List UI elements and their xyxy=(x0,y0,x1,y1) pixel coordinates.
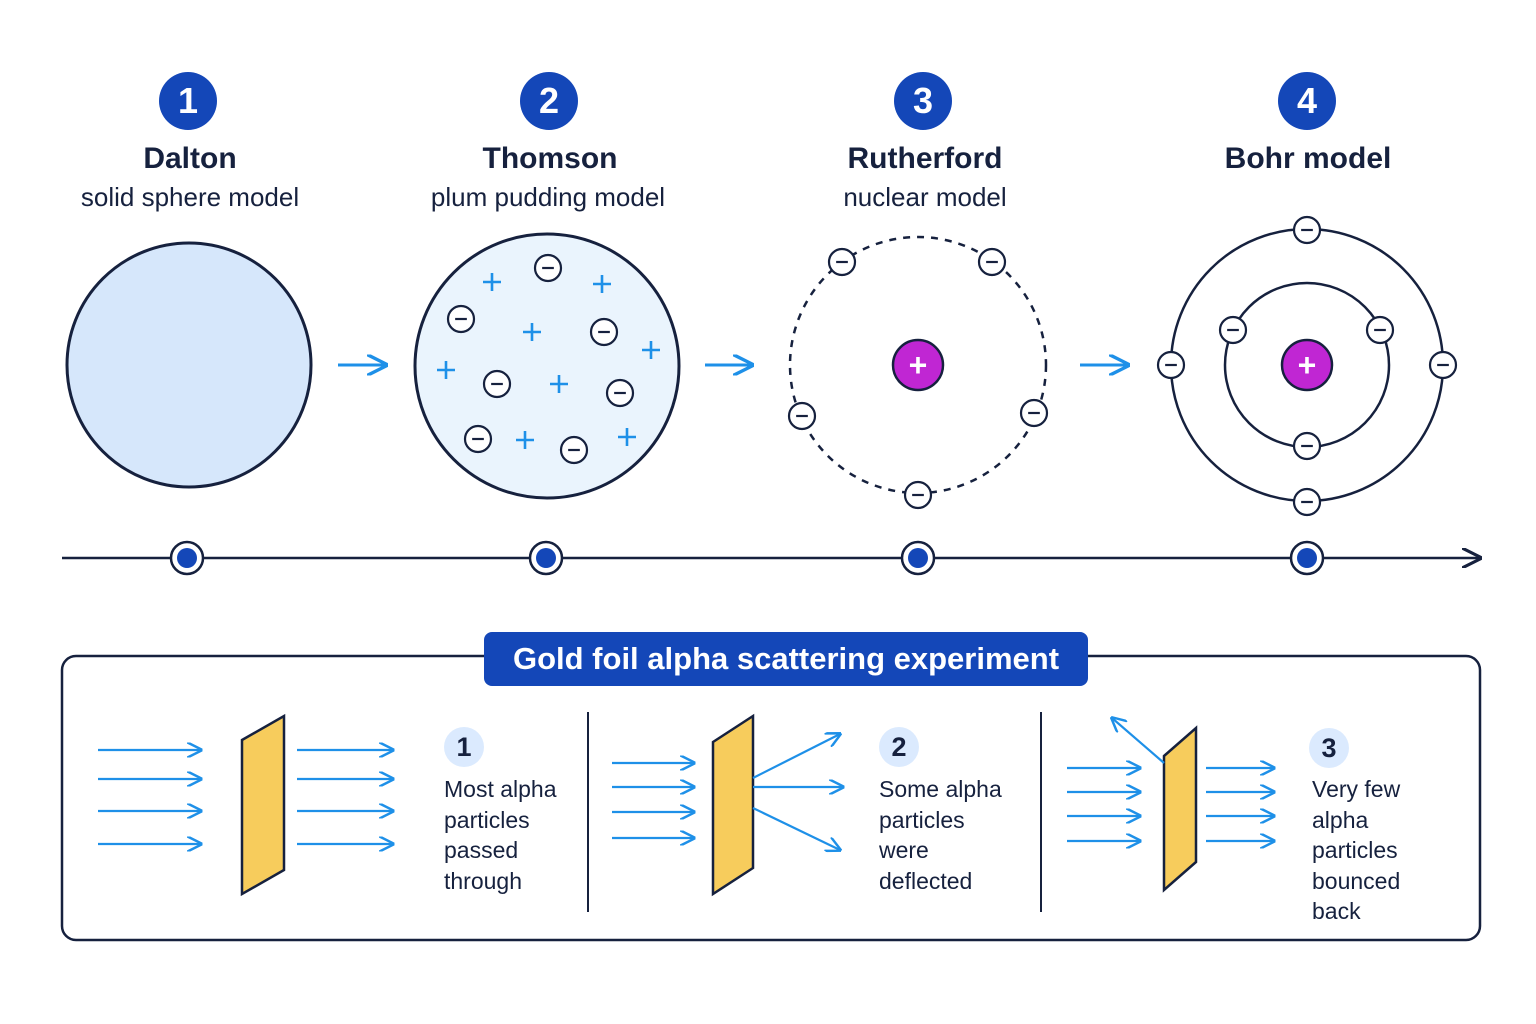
electron-minus-icon xyxy=(1292,215,1322,245)
electron-minus-icon xyxy=(787,401,817,431)
nucleus-plus-sign: + xyxy=(909,347,928,383)
electron-minus-icon xyxy=(1292,431,1322,461)
positive-charge-plus-icon xyxy=(437,361,455,379)
alpha-particle-arrow xyxy=(1112,718,1165,764)
positive-charge-plus-icon xyxy=(642,341,660,359)
electron-minus-icon xyxy=(1428,350,1458,380)
timeline-marker xyxy=(528,540,564,576)
electron-minus-icon xyxy=(589,317,619,347)
timeline-marker xyxy=(1289,540,1325,576)
model-name: Rutherford xyxy=(847,142,1003,175)
model-number-badge: 4 xyxy=(1278,72,1336,130)
gold-foil xyxy=(240,713,286,897)
positive-charge-plus-icon xyxy=(483,273,501,291)
electron-minus-icon xyxy=(1218,315,1248,345)
electron-minus-icon xyxy=(559,435,589,465)
electron-minus-icon xyxy=(463,424,493,454)
observation-text: Most alpha particles passed through xyxy=(444,776,557,894)
thomson-charges xyxy=(437,253,660,465)
electron-minus-icon xyxy=(446,304,476,334)
observation-number-badge: 2 xyxy=(879,727,919,767)
bohr-electrons xyxy=(1156,215,1458,517)
electron-minus-icon xyxy=(827,247,857,277)
timeline-marker xyxy=(169,540,205,576)
alpha-particle-arrows xyxy=(98,718,1274,850)
positive-charge-plus-icon xyxy=(550,375,568,393)
electron-minus-icon xyxy=(1365,315,1395,345)
rutherford-nucleus xyxy=(891,338,945,392)
electron-minus-icon xyxy=(605,378,635,408)
nucleus-plus-sign: + xyxy=(1298,347,1317,383)
dalton-sphere xyxy=(65,241,313,489)
model-number-badge: 1 xyxy=(159,72,217,130)
model-subtitle: plum pudding model xyxy=(430,182,666,212)
bohr-nucleus xyxy=(1280,338,1334,392)
observation-number-badge: 1 xyxy=(444,727,484,767)
observation-text: Very few alpha particles bounced back xyxy=(1312,776,1401,924)
experiment-title: Gold foil alpha scattering experiment xyxy=(484,632,1088,686)
electron-minus-icon xyxy=(533,253,563,283)
model-number-badge: 3 xyxy=(894,72,952,130)
observation-number-badge: 3 xyxy=(1309,728,1349,768)
electron-minus-icon xyxy=(1292,487,1322,517)
timeline-marker xyxy=(900,540,936,576)
electron-minus-icon xyxy=(903,480,933,510)
positive-charge-plus-icon xyxy=(523,323,541,341)
positive-charge-plus-icon xyxy=(593,275,611,293)
model-number-badge: 2 xyxy=(520,72,578,130)
model-name: Thomson xyxy=(482,142,618,175)
gold-foil xyxy=(1162,725,1198,893)
model-subtitle: solid sphere model xyxy=(80,182,300,212)
gold-foil xyxy=(711,713,755,897)
electron-minus-icon xyxy=(1156,350,1186,380)
alpha-particle-arrow xyxy=(752,807,840,850)
rutherford-electrons xyxy=(787,247,1049,510)
model-name: Dalton xyxy=(143,142,237,175)
positive-charge-plus-icon xyxy=(516,431,534,449)
electron-minus-icon xyxy=(482,369,512,399)
electron-minus-icon xyxy=(1019,398,1049,428)
model-name: Bohr model xyxy=(1224,142,1392,175)
observation-text: Some alpha particles were deflected xyxy=(879,776,1002,894)
model-subtitle: nuclear model xyxy=(843,182,1007,212)
electron-minus-icon xyxy=(977,247,1007,277)
alpha-particle-arrow xyxy=(752,734,840,779)
positive-charge-plus-icon xyxy=(618,428,636,446)
